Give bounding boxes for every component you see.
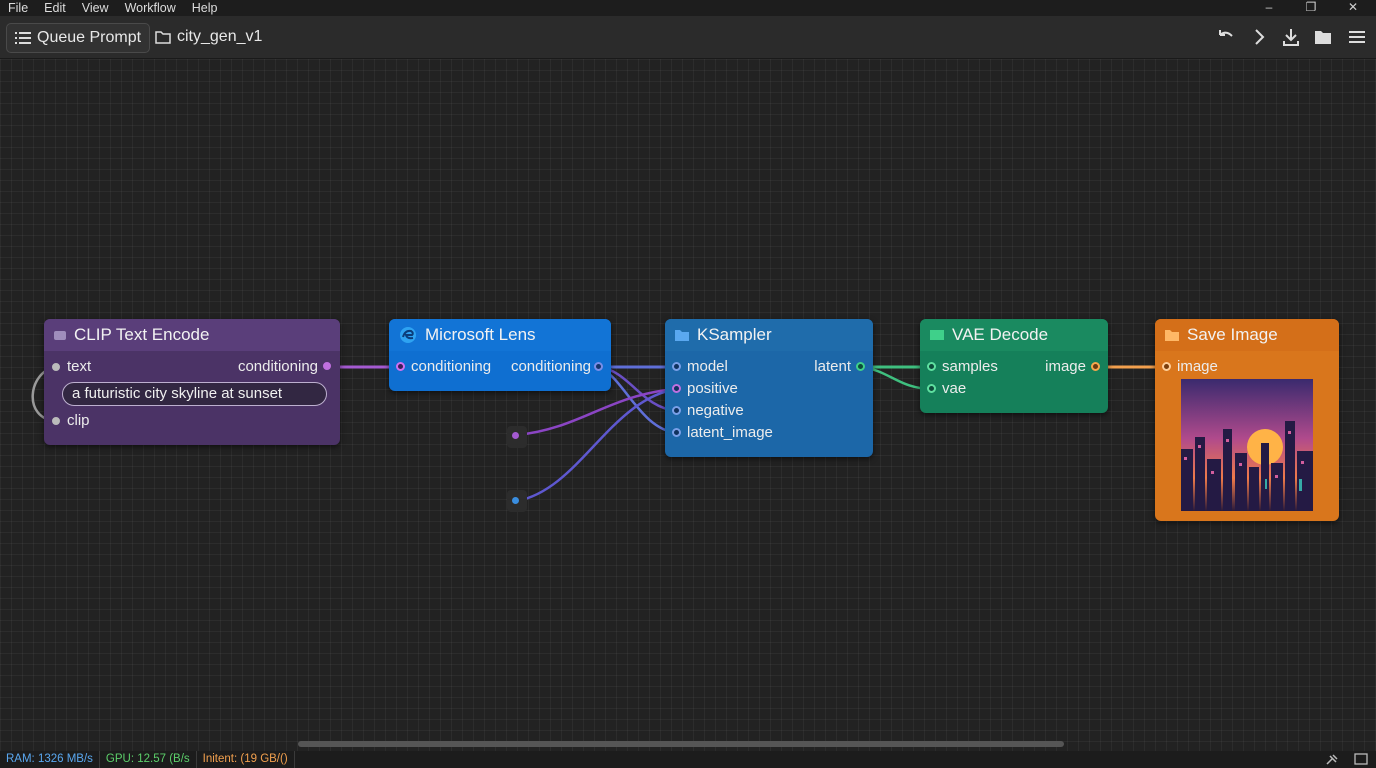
ksampler-model-input-dot[interactable]: [672, 362, 681, 371]
folder-icon: [675, 330, 689, 341]
lens-conditioning-output-dot[interactable]: [594, 362, 603, 371]
save-image-input-dot[interactable]: [1162, 362, 1171, 371]
reroute-node-1[interactable]: [507, 426, 527, 448]
vae-vae-input-dot[interactable]: [927, 384, 936, 393]
hamburger-icon[interactable]: [1347, 27, 1367, 47]
ksampler-positive-label: positive: [687, 380, 738, 397]
node-collapse-icon[interactable]: [54, 330, 66, 340]
ksampler-node-title: KSampler: [697, 325, 772, 344]
forward-icon[interactable]: [1249, 27, 1269, 47]
menu-help[interactable]: Help: [191, 1, 218, 15]
ksampler-node[interactable]: KSampler model positive negative latent_…: [665, 319, 873, 457]
lens-conditioning-input-dot[interactable]: [396, 362, 405, 371]
clip-text-input-label: text: [67, 358, 92, 375]
microsoft-lens-node[interactable]: Microsoft Lens conditioning conditioning: [389, 319, 611, 391]
lens-conditioning-output-label: conditioning: [510, 358, 591, 375]
clip-clip-input-label: clip: [67, 412, 90, 429]
horizontal-scrollbar[interactable]: [298, 741, 1064, 747]
reroute-dot-1[interactable]: [512, 432, 519, 439]
ksampler-latent-output-label: latent: [814, 358, 851, 375]
toolbar: Queue Prompt city_gen_v1: [0, 16, 1376, 59]
restore-icon[interactable]: ❐: [1305, 0, 1317, 14]
reroute-node-2[interactable]: [507, 490, 527, 512]
minimize-icon[interactable]: –: [1265, 0, 1273, 14]
clip-clip-input-dot[interactable]: [52, 417, 60, 425]
queue-prompt-label: Queue Prompt: [37, 29, 142, 46]
ram-status: RAM: 1326 MB/s: [0, 751, 100, 768]
prompt-text-field[interactable]: a futuristic city skyline at sunset: [62, 382, 327, 406]
clip-node-title: CLIP Text Encode: [74, 325, 210, 344]
menu-view[interactable]: View: [81, 1, 109, 15]
close-icon[interactable]: ✕: [1347, 0, 1359, 14]
ksampler-latent-image-input-dot[interactable]: [672, 428, 681, 437]
menu-bar: File Edit View Workflow Help: [0, 0, 1376, 16]
gpu-status: GPU: 12.57 (B/s: [100, 751, 197, 768]
save-image-node[interactable]: Save Image image: [1155, 319, 1339, 521]
workflow-name: city_gen_v1: [177, 28, 263, 45]
panel-icon[interactable]: [1354, 753, 1368, 765]
clip-conditioning-output-label: conditioning: [237, 358, 318, 375]
ksampler-latent-output-dot[interactable]: [856, 362, 865, 371]
vae-decode-node[interactable]: VAE Decode samples vae image: [920, 319, 1108, 413]
menu-workflow[interactable]: Workflow: [124, 1, 176, 15]
save-image-input-label: image: [1177, 358, 1218, 375]
vae-image-output-label: image: [1045, 358, 1086, 375]
clip-node-header[interactable]: CLIP Text Encode: [44, 319, 340, 351]
node-canvas[interactable]: CLIP Text Encode text conditioning a fut…: [0, 59, 1376, 751]
edge-icon: [400, 327, 416, 343]
intent-status: Initent: (19 GB/(): [197, 751, 295, 768]
ksampler-negative-label: negative: [687, 402, 744, 419]
ksampler-positive-input-dot[interactable]: [672, 384, 681, 393]
clip-text-encode-node[interactable]: CLIP Text Encode text conditioning a fut…: [44, 319, 340, 445]
folder-icon: [155, 31, 171, 44]
open-folder-icon[interactable]: [1313, 27, 1333, 47]
vae-image-output-dot[interactable]: [1091, 362, 1100, 371]
download-icon[interactable]: [1281, 27, 1301, 47]
save-node-header[interactable]: Save Image: [1155, 319, 1339, 351]
lens-node-header[interactable]: Microsoft Lens: [389, 319, 611, 351]
undo-icon[interactable]: [1216, 27, 1236, 47]
ksampler-model-label: model: [687, 358, 728, 375]
wire-reroute2-to-ksampler: [516, 387, 678, 503]
lens-conditioning-input-label: conditioning: [411, 358, 492, 375]
ksampler-negative-input-dot[interactable]: [672, 406, 681, 415]
vae-node-header[interactable]: VAE Decode: [920, 319, 1108, 351]
queue-prompt-button[interactable]: Queue Prompt: [6, 23, 151, 53]
reroute-dot-2[interactable]: [512, 497, 519, 504]
folder-icon: [1165, 330, 1179, 341]
image-preview: [1181, 379, 1313, 511]
list-icon: [15, 32, 31, 44]
wire-reroute1-to-positive: [516, 387, 678, 437]
ksampler-node-header[interactable]: KSampler: [665, 319, 873, 351]
vae-samples-input-dot[interactable]: [927, 362, 936, 371]
status-bar: RAM: 1326 MB/s GPU: 12.57 (B/s Initent: …: [0, 751, 1376, 768]
vae-vae-label: vae: [942, 380, 967, 397]
vae-node-title: VAE Decode: [952, 325, 1049, 344]
clip-text-input-dot[interactable]: [52, 363, 60, 371]
clip-conditioning-output-dot[interactable]: [323, 362, 331, 370]
tag-icon: [930, 330, 944, 340]
lens-node-title: Microsoft Lens: [425, 325, 536, 344]
vae-samples-label: samples: [942, 358, 998, 375]
menu-file[interactable]: File: [8, 1, 29, 15]
menu-edit[interactable]: Edit: [44, 1, 66, 15]
save-node-title: Save Image: [1187, 325, 1278, 344]
ksampler-latent-image-label: latent_image: [687, 424, 773, 441]
workflow-tab[interactable]: city_gen_v1: [155, 23, 262, 51]
plug-icon[interactable]: [1325, 753, 1339, 766]
